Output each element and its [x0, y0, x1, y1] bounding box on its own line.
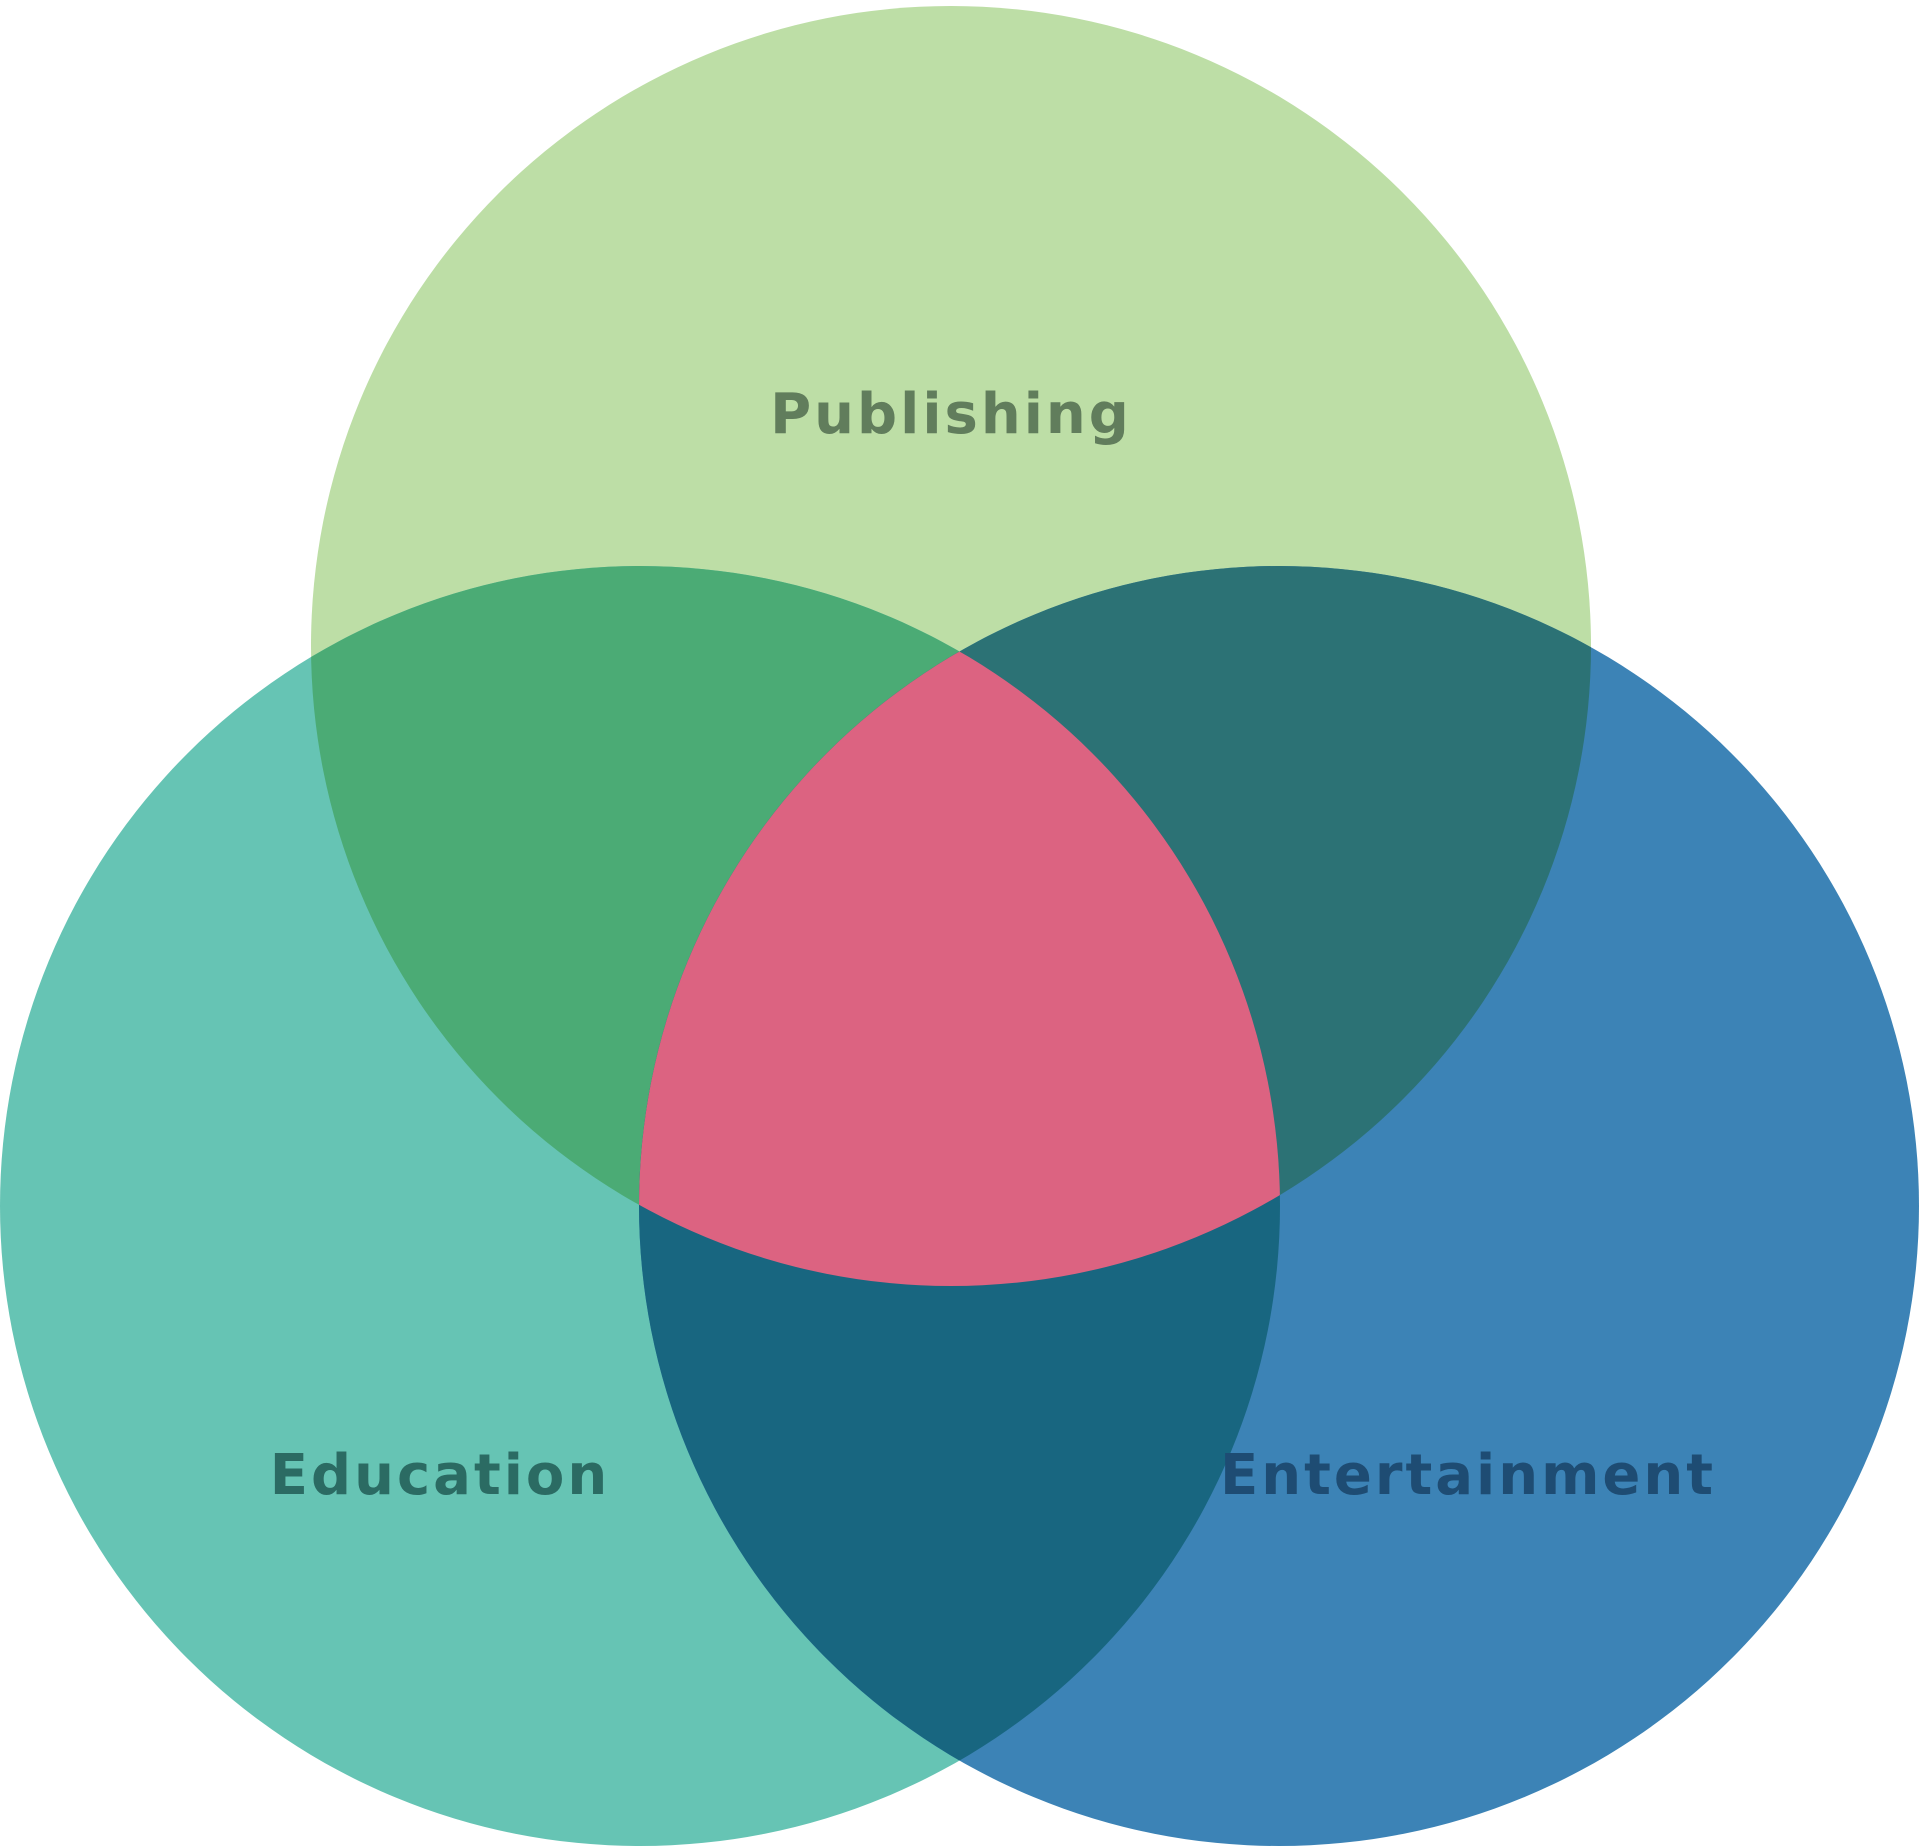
- publishing-label: Publishing: [770, 382, 1132, 447]
- education-label: Education: [270, 1443, 611, 1508]
- entertainment-label: Entertainment: [1220, 1443, 1716, 1508]
